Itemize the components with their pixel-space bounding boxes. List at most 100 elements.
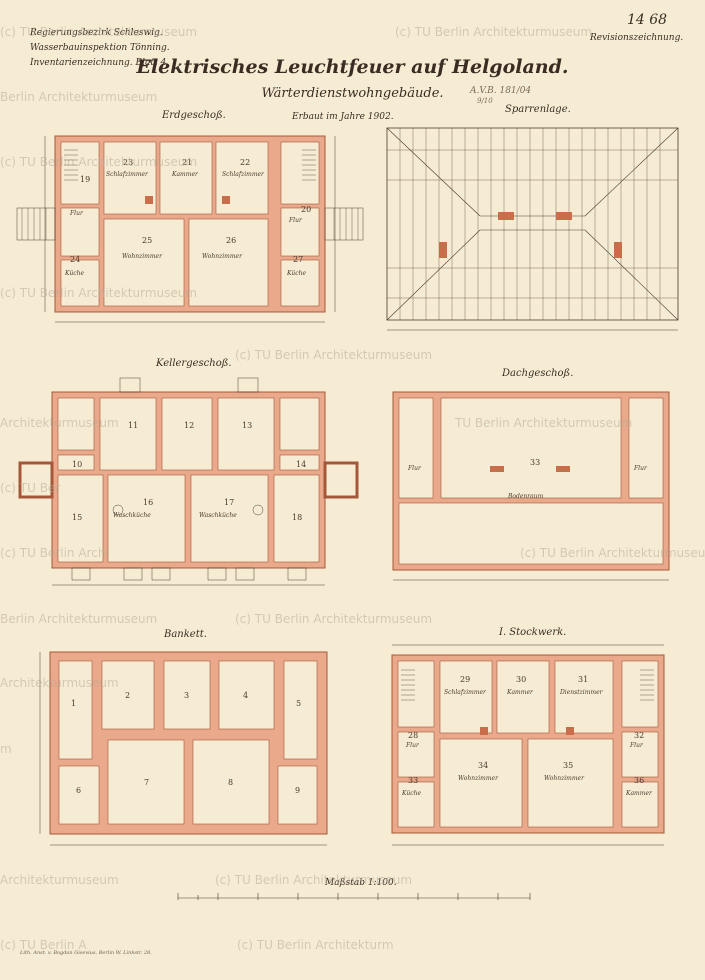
first-room-name-kammer-2: Kammer [625, 790, 653, 797]
room-21: 21 [182, 158, 192, 167]
attic-room-33: 33 [530, 458, 540, 467]
cellar-room-14: 14 [296, 460, 306, 469]
watermark: (c) TU Berlin Architekturm [237, 938, 394, 952]
scale-label: Maßstab 1:100. [325, 878, 397, 888]
foundation-6: 6 [76, 786, 81, 795]
room-name-wohnzimmer-1: Wohnzimmer [122, 253, 163, 260]
room-name-flur-1: Flur [69, 210, 84, 217]
cellar-room-12: 12 [184, 421, 194, 430]
room-name-kammer-1: Kammer [171, 171, 199, 178]
first-room-33: 33 [408, 776, 418, 785]
drawing-subtitle: Wärterdienstwohngebäude. [261, 86, 444, 101]
cellar-room-18: 18 [292, 513, 302, 522]
foundation-1: 1 [71, 699, 76, 708]
cellar-room-11: 11 [128, 421, 138, 430]
first-floor-plan: 29 30 31 28 32 34 35 33 36 Schlafzimmer … [391, 644, 665, 846]
rafter-plan [386, 127, 679, 331]
room-name-schlafzimmer-1: Schlafzimmer [106, 171, 149, 178]
foundation-3: 3 [184, 691, 189, 700]
cellar-plan: 11 12 13 10 14 15 16 17 18 Waschküche Wa… [18, 377, 359, 586]
cellar-room-15: 15 [72, 513, 82, 522]
watermark: Berlin Architekturmuseum [0, 612, 158, 626]
watermark: Berlin Architekturmuseum [0, 90, 158, 104]
room-24: 24 [70, 255, 80, 264]
foundation-8: 8 [228, 778, 233, 787]
watermark: (c) TU Berlin Architekturmuseum [520, 546, 705, 560]
foundation-plan: 1 2 3 4 5 6 7 8 9 [39, 651, 328, 846]
first-room-31: 31 [578, 675, 588, 684]
built-year-label: Erbaut im Jahre 1902. [292, 112, 394, 122]
cellar-room-17: 17 [224, 498, 234, 507]
room-27: 27 [293, 255, 303, 264]
room-26: 26 [226, 236, 236, 245]
foundation-4: 4 [243, 691, 248, 700]
watermark: m [0, 742, 12, 756]
cellar-room-16: 16 [143, 498, 153, 507]
attic-room-name-flur-1: Flur [407, 465, 422, 472]
first-room-32: 32 [634, 731, 644, 740]
room-23: 23 [123, 158, 133, 167]
attic-room-name-flur-2: Flur [633, 465, 648, 472]
watermark: Architekturmuseum [0, 676, 119, 690]
first-room-35: 35 [563, 761, 573, 770]
room-20-right: 20 [301, 205, 311, 214]
room-name-kueche-1: Küche [64, 270, 84, 277]
printer-credit: Lith. Anst. v. Bogdan Gisevius, Berlin W… [20, 950, 152, 956]
first-room-28: 28 [408, 731, 418, 740]
room-name-schlafzimmer-2: Schlafzimmer [222, 171, 265, 178]
first-room-name-schlafzimmer: Schlafzimmer [444, 689, 487, 696]
first-room-name-kueche: Küche [401, 790, 421, 797]
watermark: Architekturmuseum [0, 873, 119, 887]
attic-plan: 33 Bodenraum Flur Flur [392, 391, 670, 581]
cellar-room-10: 10 [72, 460, 82, 469]
archive-sub: 9/10 [477, 97, 493, 105]
first-room-name-wohnzimmer-2: Wohnzimmer [544, 775, 585, 782]
watermark: Architekturmuseum [0, 416, 119, 430]
first-room-name-flur-1: Flur [405, 742, 420, 749]
foundation-7: 7 [144, 778, 149, 787]
first-room-34: 34 [478, 761, 488, 770]
watermark: (c) TU Berlin Architekturmuseum [235, 348, 433, 362]
watermark: (c) TU Berlin Architekturmuseum [0, 25, 198, 39]
room-19: 19 [80, 175, 90, 184]
room-name-kueche-2: Küche [286, 270, 306, 277]
room-name-waschkueche-1: Waschküche [113, 512, 151, 519]
room-name-waschkueche-2: Waschküche [199, 512, 237, 519]
room-name-wohnzimmer-2: Wohnzimmer [202, 253, 243, 260]
watermark: (c) TU Berlin A [0, 938, 87, 952]
sheet-number: 14 68 [627, 12, 668, 28]
watermark: (c) TU Ber [0, 481, 61, 495]
foundation-9: 9 [295, 786, 300, 795]
org-line-2: Wasserbauinspektion Tönning. [30, 43, 170, 53]
drawing-title: Elektrisches Leuchtfeuer auf Helgoland. [136, 56, 569, 78]
cellar-room-13: 13 [242, 421, 252, 430]
org-line-1: Regierungsbezirk Schleswig. [30, 28, 163, 38]
cellar-label: Kellergeschoß. [156, 358, 232, 369]
org-line-3: Inventarienzeichnung. Blatt 4. [30, 58, 170, 68]
first-room-29: 29 [460, 675, 470, 684]
revision-stamp: Revisionszeichnung. [590, 33, 684, 43]
room-22: 22 [240, 158, 250, 167]
first-room-name-dienstzimmer: Dienstzimmer [559, 689, 604, 696]
first-room-30: 30 [516, 675, 526, 684]
foundation-2: 2 [125, 691, 130, 700]
watermark: (c) TU Berlin Architekturmuseum [215, 873, 413, 887]
ground-floor-plan: 23 21 22 19 20 25 26 24 27 Schlafzimmer … [16, 135, 364, 323]
first-room-name-kammer: Kammer [506, 689, 534, 696]
first-room-name-flur-2: Flur [629, 742, 644, 749]
watermark: (c) TU Berlin Architekturmuseum [235, 612, 433, 626]
watermark: (c) TU Berlin Architekturmuseum [0, 286, 198, 300]
watermark: (c) TU Berlin Architekturmuseum [0, 155, 198, 169]
first-room-name-wohnzimmer-1: Wohnzimmer [458, 775, 499, 782]
archive-mark: A.V.B. 181/04 [470, 86, 532, 96]
room-name-bodenraum: Bodenraum [507, 493, 544, 500]
first-floor-label: I. Stockwerk. [499, 627, 567, 638]
watermark: (c) TU Berlin Archi [0, 546, 109, 560]
scale-bar [177, 893, 531, 900]
foundation-label: Bankett. [164, 629, 207, 640]
ground-floor-label: Erdgeschoß. [162, 110, 226, 121]
watermark: TU Berlin Architekturmuseum [455, 416, 633, 430]
room-name-flur-2: Flur [288, 217, 303, 224]
